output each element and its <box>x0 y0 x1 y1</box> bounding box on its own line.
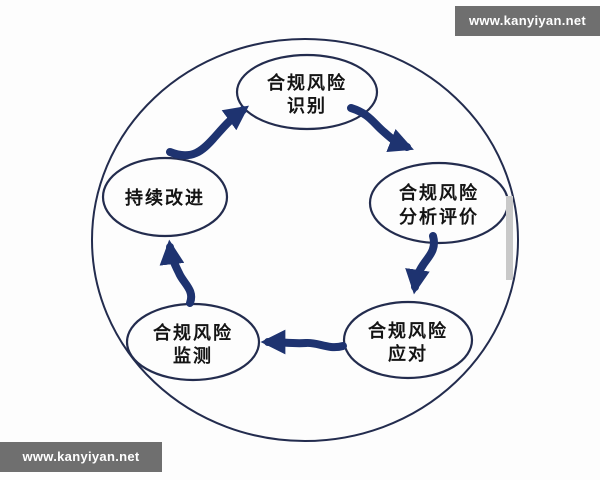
node-analyze-ellipse <box>368 161 510 245</box>
arrow-identify-to-analyze <box>347 104 414 153</box>
node-identify-ellipse <box>235 53 379 131</box>
scrollbar-artifact <box>506 196 513 280</box>
arrow-improve-to-identify <box>166 105 249 160</box>
node-monitor-label-line1: 合规风险 <box>153 322 233 343</box>
node-monitor-label-line2: 监测 <box>173 345 213 366</box>
node-analyze-label-line2: 分析评价 <box>399 206 479 227</box>
node-respond-label-line1: 合规风险 <box>368 320 448 341</box>
node-respond-label-line2: 应对 <box>388 343 428 364</box>
node-respond-ellipse <box>342 300 474 380</box>
node-improve-label: 持续改进 <box>125 187 205 208</box>
node-identify-label-line1: 合规风险 <box>267 72 347 93</box>
outer-circle <box>91 38 519 442</box>
watermark-bottom-left: www.kanyiyan.net <box>0 442 162 472</box>
arrow-analyze-to-respond <box>405 232 438 295</box>
arrow-respond-to-monitor <box>260 329 347 355</box>
arrow-monitor-to-improve <box>159 239 196 307</box>
watermark-top-right: www.kanyiyan.net <box>455 6 600 36</box>
node-improve-ellipse <box>101 156 229 238</box>
node-analyze-label-line1: 合规风险 <box>399 182 479 203</box>
node-identify-label-line2: 识别 <box>287 96 327 116</box>
